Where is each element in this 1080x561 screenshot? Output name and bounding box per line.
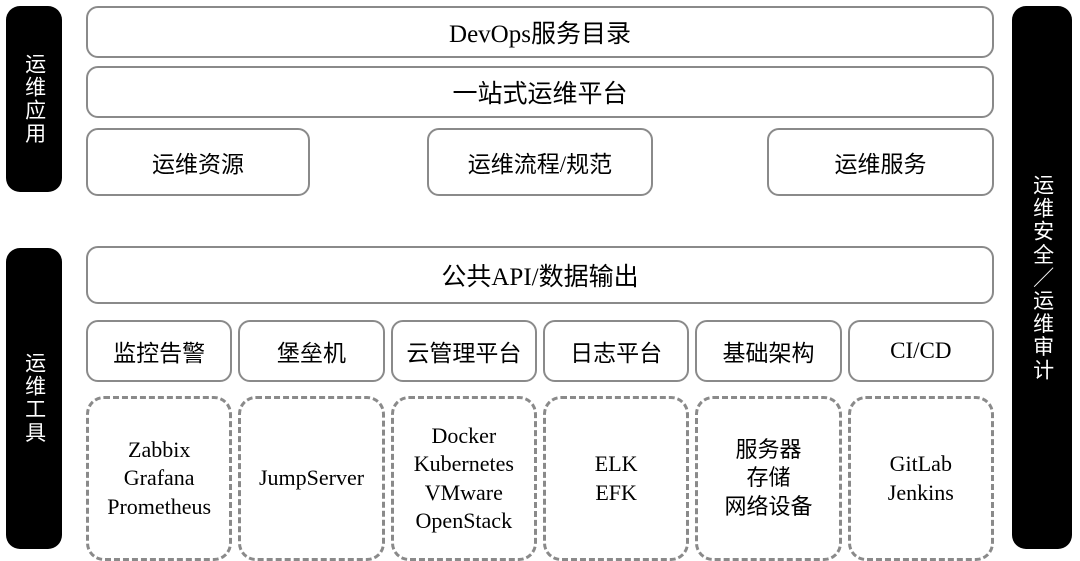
tool-category-row: 监控告警 堡垒机 云管理平台 日志平台 基础架构 CI/CD <box>86 320 994 382</box>
tool-category-ci-cd: CI/CD <box>847 320 994 382</box>
box-devops-service-catalog: DevOps服务目录 <box>86 6 994 58</box>
vendor-box-monitoring: Zabbix Grafana Prometheus <box>86 396 233 561</box>
vendor-box-bastion: JumpServer <box>238 396 385 561</box>
vendor-box-infrastructure: 服务器 存储 网络设备 <box>695 396 842 561</box>
vendor-row: Zabbix Grafana Prometheus JumpServer Doc… <box>86 396 994 561</box>
tool-category-label: CI/CD <box>890 338 952 363</box>
tool-category-label: 堡垒机 <box>276 341 346 366</box>
box-one-stop-ops-platform-label: 一站式运维平台 <box>452 81 628 108</box>
pillar-operations-application: 运维应用 <box>6 6 62 192</box>
box-devops-service-catalog-label: DevOps服务目录 <box>449 21 631 48</box>
pillar-operations-application-label: 运维应用 <box>22 52 47 146</box>
pillar-operations-security-audit: 运维安全／运维审计 <box>1012 6 1072 549</box>
tool-category-label: 云管理平台 <box>406 341 522 366</box>
box-ops-services-label: 运维服务 <box>834 152 927 177</box>
tool-category-infrastructure: 基础架构 <box>695 320 842 382</box>
vendor-box-cloud: Docker Kubernetes VMware OpenStack <box>390 396 537 561</box>
box-ops-resources-label: 运维资源 <box>152 152 244 177</box>
tool-category-bastion-host: 堡垒机 <box>238 320 385 382</box>
pillar-operations-tools-label: 运维工具 <box>22 352 47 445</box>
tool-category-monitoring-alerting: 监控告警 <box>86 320 233 382</box>
tool-category-log-platform: 日志平台 <box>542 320 690 382</box>
tool-category-label: 日志平台 <box>570 341 663 366</box>
box-ops-process-standards: 运维流程/规范 <box>427 128 653 196</box>
vendor-box-cicd: GitLab Jenkins <box>847 396 994 561</box>
box-one-stop-ops-platform: 一站式运维平台 <box>86 66 994 118</box>
pillar-operations-security-audit-label: 运维安全／运维审计 <box>1030 173 1055 382</box>
pillar-operations-tools: 运维工具 <box>6 248 62 549</box>
tool-category-label: 监控告警 <box>113 341 206 366</box>
tool-category-label: 基础架构 <box>722 341 815 366</box>
box-ops-resources: 运维资源 <box>86 128 310 196</box>
vendor-box-logging: ELK EFK <box>542 396 690 561</box>
box-ops-services: 运维服务 <box>767 128 994 196</box>
tool-category-cloud-management-platform: 云管理平台 <box>390 320 537 382</box>
box-public-api-data-output: 公共API/数据输出 <box>86 246 994 304</box>
box-ops-process-standards-label: 运维流程/规范 <box>467 152 613 177</box>
box-public-api-data-output-label: 公共API/数据输出 <box>441 264 639 291</box>
